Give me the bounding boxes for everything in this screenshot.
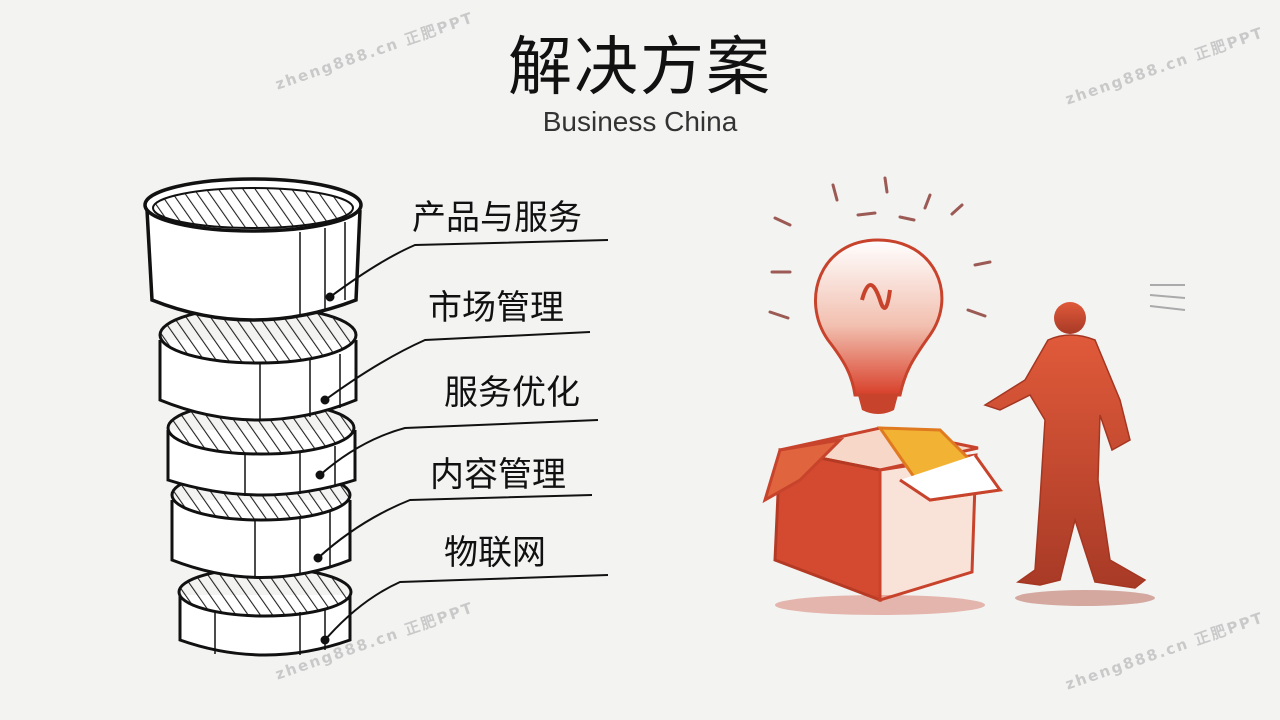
item-label-5: 物联网 bbox=[444, 533, 546, 573]
disk-2 bbox=[158, 305, 358, 422]
leader-lines bbox=[313, 239, 609, 645]
disk-1 bbox=[143, 177, 363, 322]
item-label-1: 产品与服务 bbox=[412, 198, 582, 238]
open-box-icon bbox=[762, 426, 1004, 615]
page-title: 解决方案 bbox=[508, 31, 772, 105]
person-figure-icon bbox=[983, 284, 1186, 606]
page-subtitle: Business China bbox=[542, 106, 738, 137]
lightbulb-icon bbox=[768, 176, 992, 414]
item-label-2: 市场管理 bbox=[428, 288, 564, 328]
item-label-3: 服务优化 bbox=[444, 373, 580, 413]
item-label-4: 内容管理 bbox=[430, 455, 566, 495]
